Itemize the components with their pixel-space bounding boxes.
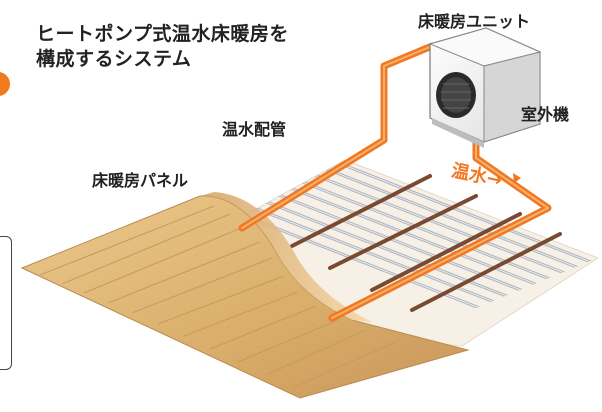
flow-arrow-icon bbox=[513, 173, 521, 183]
panel-strips bbox=[290, 174, 562, 312]
cropped-orange-marker bbox=[0, 72, 10, 96]
label-floor-panel: 床暖房パネル bbox=[92, 171, 189, 190]
label-hot-water-pipe: 温水配管 bbox=[222, 120, 287, 139]
label-outdoor-unit: 室外機 bbox=[521, 105, 570, 124]
hot-water-tubes bbox=[238, 160, 598, 318]
diagram-title: ヒートポンプ式温水床暖房を 構成するシステム bbox=[36, 22, 366, 72]
outdoor-ac-unit-icon bbox=[428, 27, 542, 148]
hot-water-pipe-orange-highlight bbox=[241, 45, 433, 229]
cropped-panel-border bbox=[0, 236, 12, 370]
label-floor-unit: 床暖房ユニット bbox=[418, 12, 531, 31]
title-line-1: ヒートポンプ式温水床暖房を bbox=[36, 23, 289, 45]
title-line-2: 構成するシステム bbox=[36, 48, 192, 70]
wood-panel-curl bbox=[200, 192, 372, 322]
wood-grain bbox=[39, 205, 401, 389]
